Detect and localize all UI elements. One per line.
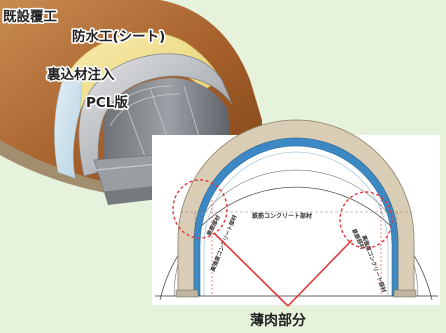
footing-left: [175, 289, 199, 298]
cross-section-diagram: 既設トンネル覆工 鉄筋コンクリート部材 鉄筋部材 高強度コンクリート部材 鉄筋部…: [152, 119, 440, 307]
label-existing-lining: 既設覆工: [3, 8, 57, 25]
label-pcl-panel: PCL版: [86, 94, 128, 111]
inner-thin-arc: [203, 151, 389, 296]
label-rc-member-top: 鉄筋コンクリート部材: [252, 212, 312, 220]
callout-line-left: [213, 232, 289, 307]
label-waterproofing: 防水工(シート): [72, 28, 165, 45]
backfill-band: [54, 69, 83, 179]
thin-section-circle-left: [172, 179, 228, 239]
pcl-panel-ring: [78, 53, 233, 177]
callout-line-right: [287, 239, 353, 307]
label-backfill-injection: 裏込材注入: [46, 66, 115, 83]
callout-thin-section-label: 薄肉部分: [250, 312, 306, 329]
thin-section-circle-right: [339, 191, 393, 249]
footing-right: [393, 289, 417, 298]
